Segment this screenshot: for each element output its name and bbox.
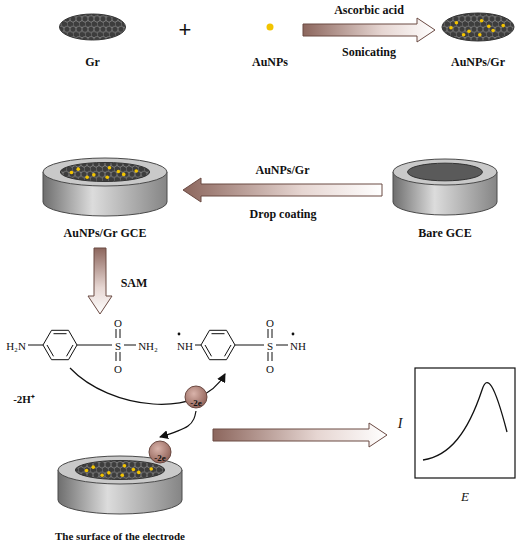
carbon-disk — [408, 163, 483, 181]
node-label: The surface of the electrode — [55, 530, 185, 542]
process-step: Drop coating — [250, 207, 317, 221]
gold-nanoparticle — [76, 167, 80, 171]
molecule-structure — [28, 329, 136, 361]
graphene-film — [75, 460, 164, 479]
atom-label: NH — [290, 340, 306, 352]
graphene-film — [60, 162, 149, 181]
gold-nanoparticle — [137, 471, 141, 475]
gold-nanoparticle — [107, 471, 111, 475]
edge-label: Ascorbic acid — [334, 3, 404, 17]
signal-plot: IE — [390, 360, 522, 510]
gold-nanoparticle — [70, 171, 74, 175]
radical-dot — [178, 333, 181, 336]
node-label: AuNPs/Gr GCE — [64, 226, 147, 240]
edge-label: AuNPs/Gr — [256, 163, 310, 177]
graphene-sheet — [442, 13, 514, 41]
gold-nanoparticle — [501, 24, 505, 28]
electrode-cylinder: AuNPs/Gr GCE — [30, 150, 180, 240]
process-arrow — [183, 178, 382, 202]
gold-nanoparticle — [85, 175, 89, 179]
atom-label: NH₂ — [138, 340, 158, 352]
gold-nanoparticle — [487, 25, 491, 29]
peak-curve — [423, 383, 507, 460]
electron-transfer-arrow — [160, 411, 196, 437]
node-label: Bare GCE — [418, 226, 471, 240]
gold-nanoparticle — [100, 473, 104, 477]
node-shape — [30, 430, 210, 542]
process-arrow — [88, 248, 112, 314]
cylinder-top — [43, 158, 167, 186]
atom-label: S — [267, 340, 273, 352]
plot-frame — [415, 368, 515, 478]
composite-disk: AuNPs/Gr — [438, 5, 518, 71]
plus-sign: + — [179, 17, 192, 42]
node-label: AuNPs/Gr — [451, 55, 505, 69]
gold-nanoparticle — [467, 29, 471, 33]
process-arrow — [213, 423, 387, 447]
graphene-sheet — [60, 14, 126, 40]
gold-nanoparticle — [149, 467, 153, 471]
axis-label: I — [398, 416, 403, 431]
node-label: AuNPs — [252, 55, 288, 69]
gold-nanoparticle — [108, 166, 112, 170]
gold-nanoparticle — [455, 21, 459, 25]
gold-nanoparticle — [120, 473, 124, 477]
gold-nanoparticle — [480, 19, 484, 23]
electron-ball: -2e — [184, 385, 208, 409]
atom-label: O — [114, 317, 122, 329]
node-label: -2e — [154, 453, 166, 463]
gold-nanoparticle — [132, 468, 136, 472]
gold-nanoparticle — [123, 464, 127, 468]
atom-label: O — [266, 317, 274, 329]
atom-label: O — [266, 363, 274, 375]
gold-nanoparticle — [122, 173, 126, 177]
electron-ball — [149, 441, 171, 463]
gold-nanoparticle — [449, 26, 453, 30]
electron-ball — [185, 386, 207, 408]
axis-label: E — [461, 489, 469, 504]
atom-label: O — [114, 363, 122, 375]
radical-dot — [292, 333, 295, 336]
gold-nanoparticle — [92, 173, 96, 177]
atom-label: NH — [177, 340, 193, 352]
gold-nanoparticle — [478, 33, 482, 37]
node-shape — [390, 360, 522, 510]
nanoparticle: AuNPs — [240, 5, 300, 71]
gold-nanoparticle — [91, 465, 95, 469]
gold-nanoparticle — [462, 33, 466, 37]
process-arrow — [303, 18, 435, 42]
material-disk: Gr — [55, 5, 130, 71]
gold-nanoparticle — [117, 170, 121, 174]
node-label: Gr — [85, 55, 100, 69]
reaction-label: -2H⁺ — [13, 393, 35, 405]
process-step: Sonicating — [342, 45, 396, 59]
gold-nanoparticle — [105, 175, 109, 179]
atom-label: S — [115, 340, 121, 352]
process-step: SAM — [121, 276, 148, 290]
atom-label: H₂N — [6, 340, 26, 352]
molecule-structure — [195, 329, 288, 361]
node-label: -2e — [190, 398, 202, 408]
gold-nanoparticle — [85, 469, 89, 473]
gold-nanoparticle — [267, 24, 274, 31]
gold-nanoparticle — [134, 169, 138, 173]
electrode-cylinder: Bare GCE — [385, 150, 505, 240]
cylinder-top — [393, 159, 497, 185]
gold-nanoparticle — [491, 29, 495, 33]
electron-ball: -2e — [148, 440, 172, 464]
electrode-surface: -2eThe surface of the electrode — [30, 430, 210, 542]
